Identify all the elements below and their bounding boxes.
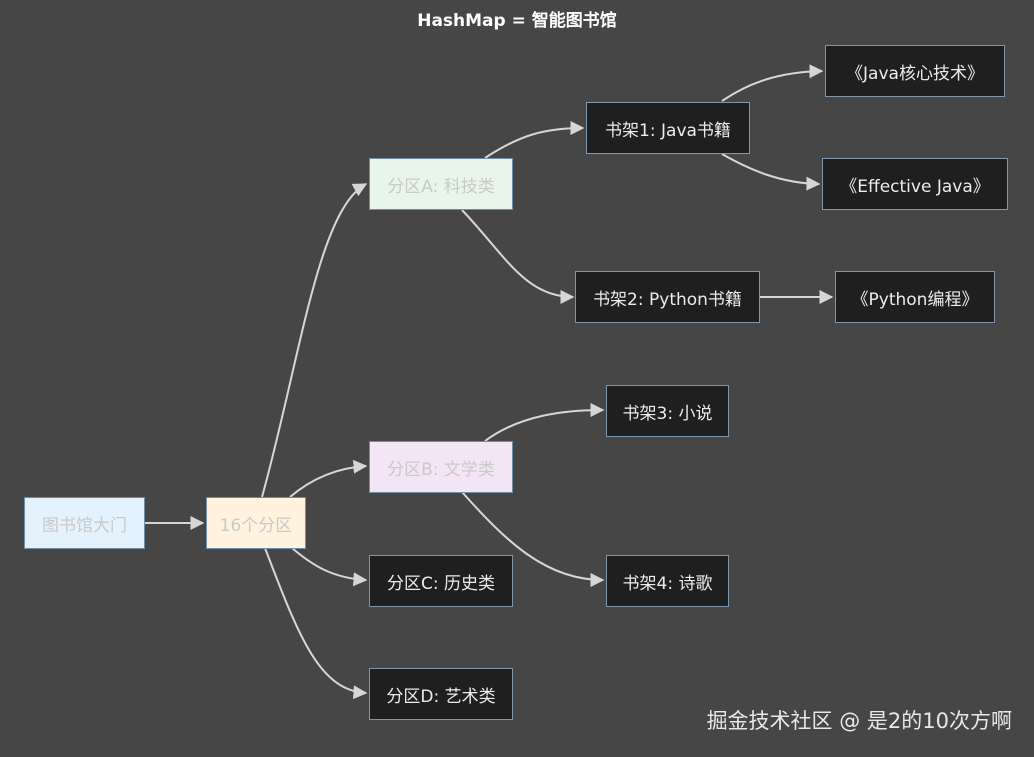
edge-partitions-partition-c [291, 547, 368, 587]
node-partition-d: 分区D: 艺术类 [369, 668, 513, 720]
watermark: 掘金技术社区 @ 是2的10次方啊 [706, 709, 1012, 733]
node-partition-b: 分区B: 文学类 [369, 441, 513, 493]
edge-partitions-partition-b [289, 459, 368, 498]
node-shelf-4: 书架4: 诗歌 [606, 555, 729, 607]
node-partition-c: 分区C: 历史类 [369, 555, 513, 607]
edge-shelf-1-book-java-core [721, 64, 824, 102]
node-shelf-2: 书架2: Python书籍 [575, 271, 760, 323]
edge-partition-b-shelf-3 [484, 403, 605, 442]
edge-partition-a-shelf-1 [484, 121, 585, 159]
node-book-effective-java: 《Effective Java》 [822, 158, 1008, 210]
node-book-python: 《Python编程》 [835, 271, 995, 323]
diagram-title: HashMap = 智能图书馆 [417, 11, 617, 31]
node-shelf-1: 书架1: Java书籍 [586, 102, 750, 154]
edge-partition-b-shelf-4 [461, 491, 605, 587]
edge-partitions-partition-d [264, 547, 368, 700]
edge-partition-a-shelf-2 [461, 209, 575, 304]
node-partition-a: 分区A: 科技类 [369, 158, 513, 210]
node-library-entrance: 图书馆大门 [24, 497, 145, 549]
node-shelf-3: 书架3: 小说 [606, 385, 729, 437]
node-book-java-core: 《Java核心技术》 [825, 45, 1005, 97]
edge-partitions-partition-a [261, 183, 368, 498]
node-16-partitions: 16个分区 [206, 497, 306, 549]
edge-shelf-1-book-effective-java [721, 153, 821, 191]
